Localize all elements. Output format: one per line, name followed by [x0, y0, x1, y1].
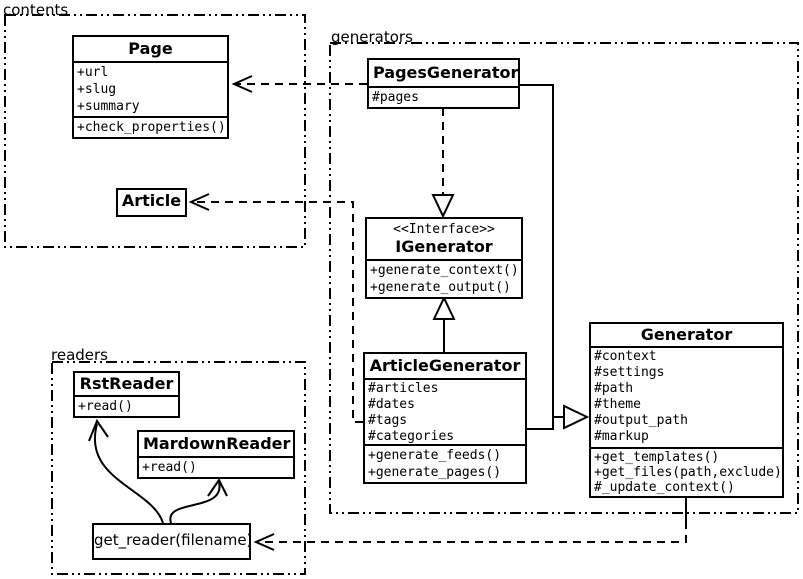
methods-section: +generate_feeds() +generate_pages(): [365, 444, 525, 482]
methods-section: +check_properties(): [74, 116, 227, 137]
method: +generate_pages(): [368, 465, 502, 480]
method: +generate_context(): [370, 263, 519, 278]
class-box-generator: Generator #context #settings #path #them…: [589, 322, 784, 498]
method: +check_properties(): [77, 120, 226, 135]
class-box-mardownreader: MardownReader +read(): [137, 430, 295, 479]
class-box-articlegenerator: ArticleGenerator #articles #dates #tags …: [363, 352, 527, 484]
method: +read(): [78, 399, 133, 414]
attribute: #theme: [594, 397, 641, 412]
methods-section: +generate_context() +generate_output(): [367, 261, 521, 297]
get-reader-label: get_reader(filename): [94, 531, 253, 549]
class-name-articlegenerator: ArticleGenerator: [365, 354, 525, 380]
class-name-page: Page: [74, 37, 227, 63]
class-box-rstreader: RstReader +read(): [73, 371, 180, 418]
attributes-section: #articles #dates #tags #categories: [365, 380, 525, 444]
package-generators-border: [329, 42, 799, 514]
method: #_update_context(): [594, 480, 735, 495]
attribute: #dates: [368, 397, 415, 412]
class-box-article: Article: [116, 188, 187, 217]
method: +get_files(path,exclude): [594, 465, 782, 480]
package-contents-border: [4, 14, 306, 248]
class-box-igenerator: <<Interface>> IGenerator +generate_conte…: [365, 217, 523, 299]
class-name-igenerator: IGenerator: [367, 237, 521, 261]
open-arrowhead-icon: [231, 75, 253, 93]
package-label-contents: contents: [3, 1, 69, 19]
open-arrowhead-icon: [253, 533, 275, 551]
open-arrowhead-icon: [207, 478, 228, 497]
generalization-articlegenerator-to-generator: [527, 417, 554, 430]
class-name-article: Article: [121, 191, 182, 210]
class-box-pagesgenerator: PagesGenerator #pages: [367, 58, 520, 109]
dependency-generator-to-getreader: [256, 521, 687, 543]
method: +generate_output(): [370, 280, 511, 295]
stereotype-label: <<Interface>>: [393, 222, 495, 237]
class-name-rstreader: RstReader: [75, 373, 178, 397]
generalization-pagesgenerator-to-generator: [520, 84, 563, 418]
methods-section: +read(): [75, 397, 178, 416]
attribute: +summary: [77, 99, 140, 114]
hollow-triangle-icon: [563, 404, 590, 430]
attribute: #categories: [368, 429, 455, 444]
attribute: #path: [594, 381, 634, 396]
package-label-readers: readers: [51, 346, 108, 364]
attributes-section: +url +slug +summary: [74, 63, 227, 116]
attribute: +url: [77, 65, 109, 80]
attribute: #tags: [368, 413, 408, 428]
attribute: #output_path: [594, 413, 688, 428]
hollow-triangle-icon: [431, 194, 455, 219]
package-label-generators: generators: [331, 28, 413, 46]
attribute: #articles: [368, 381, 439, 396]
hollow-triangle-icon: [432, 295, 456, 320]
method: +generate_feeds(): [368, 448, 502, 463]
edge-getreader-to-rstreader: [93, 423, 164, 524]
method: +read(): [142, 460, 197, 475]
attributes-section: #pages: [369, 88, 518, 107]
class-name-pagesgenerator: PagesGenerator: [369, 60, 518, 88]
class-name-generator: Generator: [591, 324, 782, 348]
function-box-get-reader: get_reader(filename): [92, 523, 253, 560]
class-name-mardownreader: MardownReader: [139, 432, 293, 458]
attribute: +slug: [77, 82, 117, 97]
open-arrowhead-icon: [188, 193, 210, 211]
attribute: #markup: [594, 429, 649, 444]
attributes-section: #context #settings #path #theme #output_…: [591, 348, 782, 447]
open-arrowhead-icon: [88, 418, 109, 442]
edge-getreader-to-mardownreader: [169, 481, 221, 524]
attribute: #context: [594, 349, 657, 364]
attribute: #pages: [372, 90, 419, 105]
package-readers-border: [51, 361, 306, 575]
dependency-articlegenerator-to-article: [191, 201, 363, 423]
methods-section: +read(): [139, 458, 293, 477]
methods-section: +get_templates() +get_files(path,exclude…: [591, 447, 782, 496]
attribute: #settings: [594, 365, 665, 380]
method: +get_templates(): [594, 450, 720, 465]
class-box-page: Page +url +slug +summary +check_properti…: [72, 35, 229, 139]
